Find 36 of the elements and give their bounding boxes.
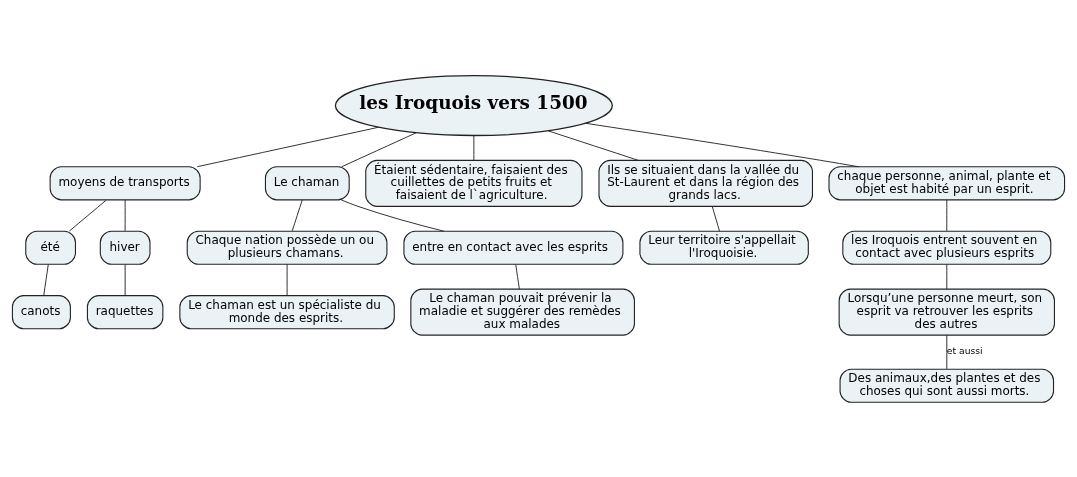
connector — [946, 199, 948, 231]
node-box: Chaque nation possède un ou plusieurs chamans. — [186, 230, 388, 265]
node-box: été — [25, 230, 76, 265]
connector — [124, 263, 126, 296]
connector — [341, 131, 417, 167]
connector — [68, 199, 107, 231]
connector — [515, 263, 520, 289]
connector — [43, 263, 49, 296]
node-box: Des animaux,des plantes et des choses qui sont aussi morts. — [839, 368, 1055, 403]
node-box: hiver — [99, 230, 151, 265]
node-box: les Iroquois entrent souvent en contact avec plusieurs esprits — [842, 230, 1052, 265]
node-box: moyens de transports — [49, 165, 201, 200]
node-box: canots — [11, 294, 71, 329]
node-box: Ils se situaient dans la vallée du St-Laurent et dans la région des grands lacs. — [598, 159, 813, 207]
connector — [473, 134, 475, 161]
node-box: Leur territoire s'appellait l'Iroquoisie. — [639, 230, 809, 265]
connector — [196, 126, 379, 167]
connector — [946, 263, 948, 289]
node-box: chaque personne, animal, plante et objet est habité par un esprit. — [828, 165, 1066, 200]
node-box: raquettes — [86, 294, 164, 329]
edge-label: et aussi — [946, 344, 983, 356]
node-box: entre en contact avec les esprits — [403, 230, 624, 265]
connector — [124, 199, 126, 231]
node-box: Lorsqu’une personne meurt, son esprit va retrouver les esprits des autres — [838, 288, 1055, 336]
node-box: Le chaman est un spécialiste du monde des esprits. — [179, 294, 395, 329]
connector — [547, 129, 639, 161]
node-box: Le chaman pouvait prévenir la maladie et suggérer des remèdes aux malades — [410, 288, 635, 336]
node-box: Le chaman — [264, 165, 350, 200]
connector — [286, 263, 288, 296]
node-box: Étaient sédentaire, faisaient des cuillettes de petits fruits et faisaient de l`agriculture. — [365, 159, 583, 207]
connector — [711, 205, 720, 232]
connector — [291, 199, 303, 231]
connector — [340, 199, 445, 232]
connector — [946, 334, 948, 369]
connector — [585, 122, 860, 167]
node-ellipse: les Iroquois vers 1500 — [334, 74, 613, 136]
